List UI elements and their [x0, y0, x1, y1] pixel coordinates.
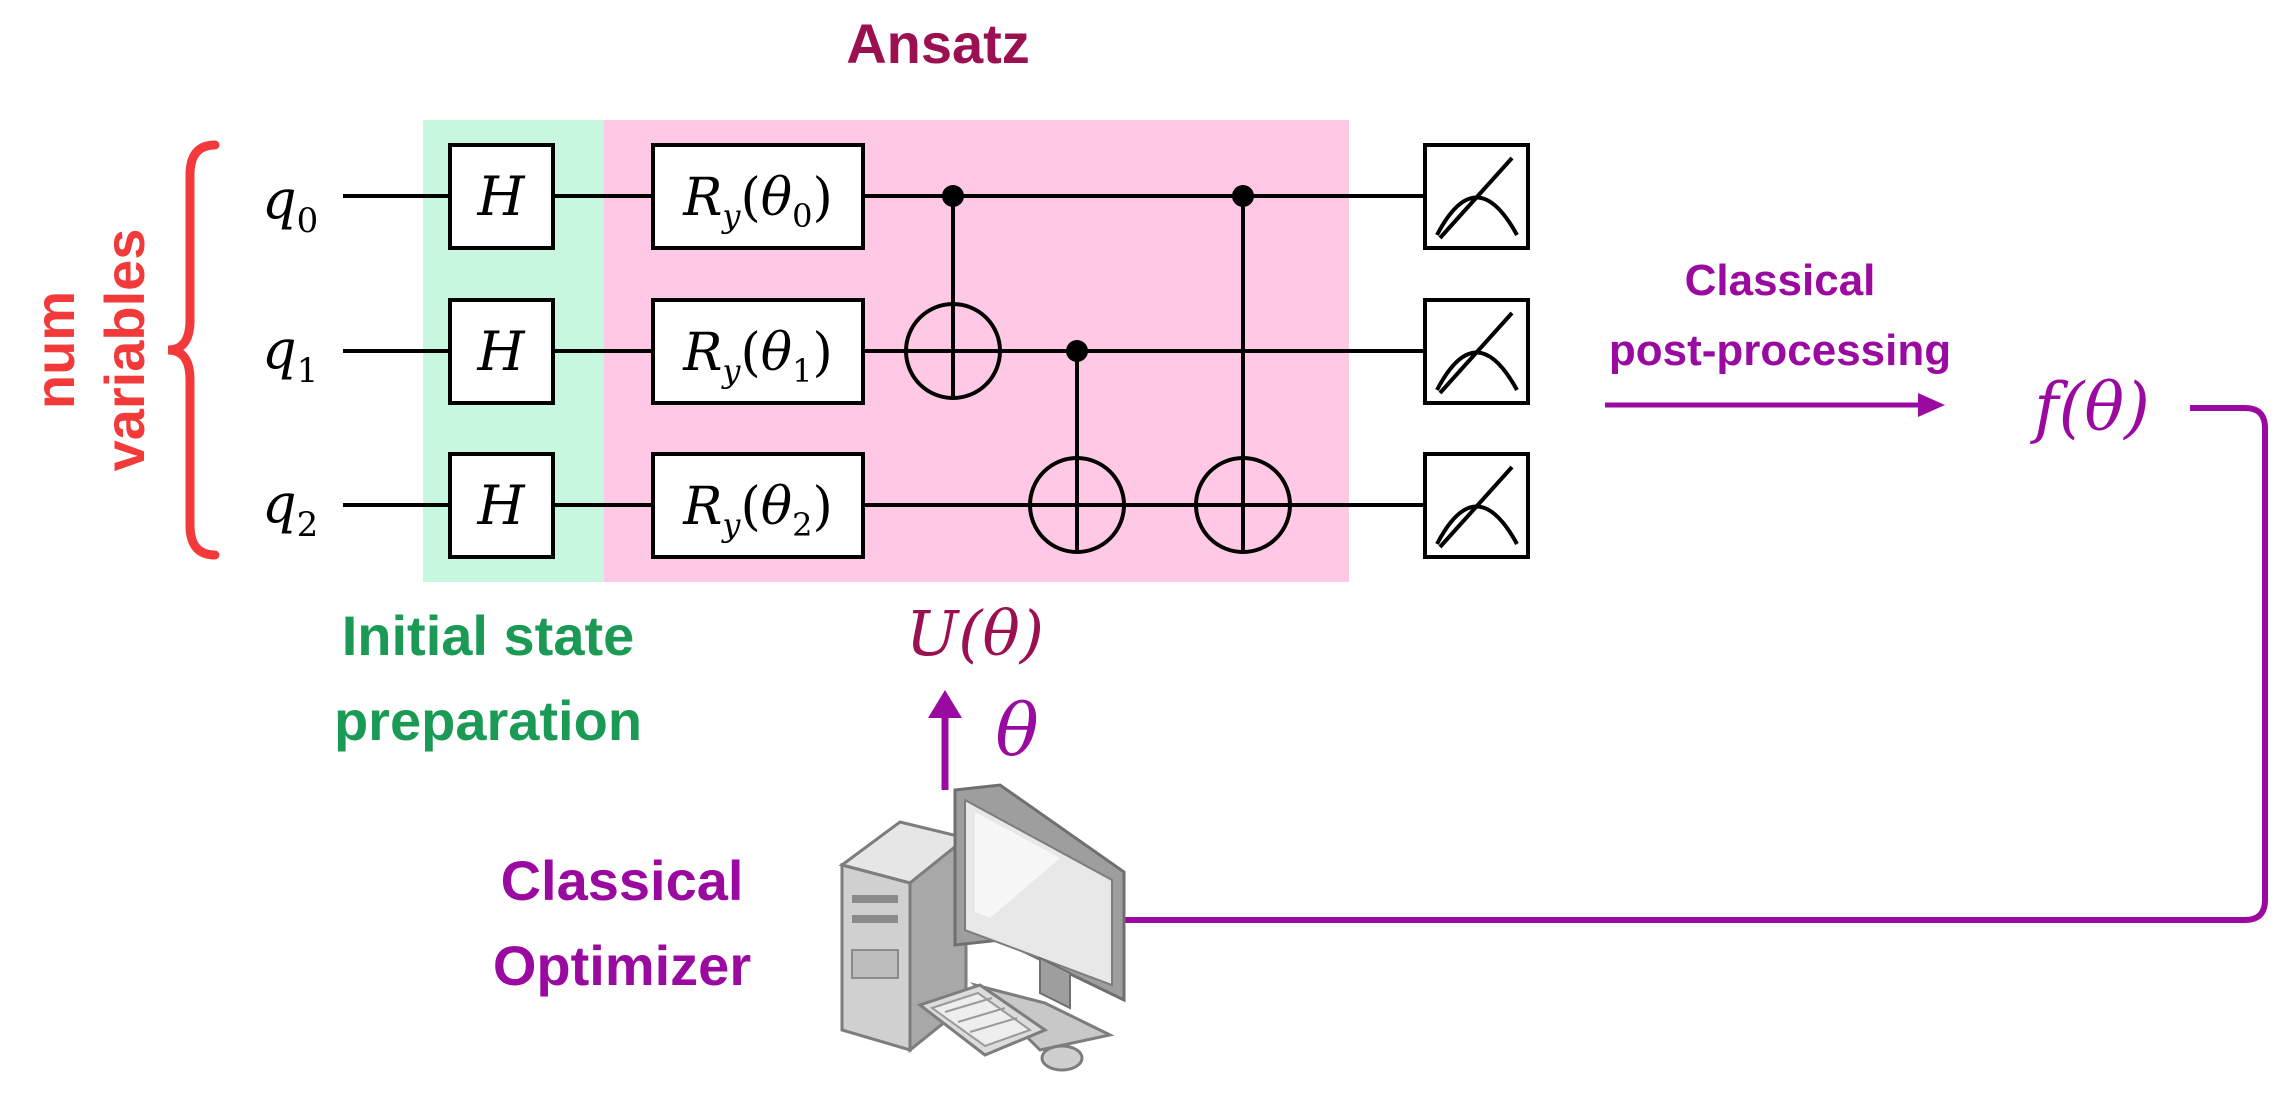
qubit-brace: [167, 140, 220, 560]
cost-label: f(θ): [2029, 369, 2150, 446]
qubit-label-1: q1: [262, 318, 318, 391]
ansatz-title: Ansatz: [846, 12, 1030, 75]
cnot-control-0: [942, 185, 964, 207]
measurement-gate-1: [1423, 298, 1530, 405]
theta-label: θ: [995, 688, 1038, 772]
measurement-gate-2: [1423, 452, 1530, 559]
svg-text:Ry(θ0): Ry(θ0): [682, 168, 833, 235]
postproc-label-line2: post-processing: [1609, 326, 1951, 375]
cnot-target-2a: [1028, 456, 1126, 554]
qubit-label-0: q0: [262, 168, 318, 241]
qubit-label-2: q2: [262, 472, 318, 545]
side-label-line2: variables: [93, 229, 156, 472]
optimizer-label-line2: Optimizer: [493, 934, 751, 997]
rotation-gate-1: Ry(θ1): [651, 298, 865, 405]
svg-text:Ry(θ1): Ry(θ1): [682, 323, 833, 390]
measurement-gate-0: [1423, 143, 1530, 250]
svg-text:H: H: [476, 320, 525, 383]
rotation-gate-0: Ry(θ0): [651, 143, 865, 250]
postproc-label-line1: Classical: [1685, 256, 1876, 305]
rotation-gate-2: Ry(θ2): [651, 452, 865, 559]
unitary-label: U(θ): [906, 597, 1044, 670]
svg-text:H: H: [476, 165, 525, 228]
feedback-loop: [1120, 405, 2268, 923]
initial-state-label-line2: preparation: [334, 689, 642, 752]
cnot-control-1: [1066, 340, 1088, 362]
optimizer-label-line1: Classical: [501, 849, 744, 912]
cnot-target-2b: [1194, 456, 1292, 554]
hadamard-gate-1: H: [448, 298, 555, 405]
cnot-control-0b: [1232, 185, 1254, 207]
svg-text:H: H: [476, 474, 525, 537]
svg-text:Ry(θ2): Ry(θ2): [682, 477, 833, 544]
side-label: num variables: [23, 229, 156, 472]
side-label-line1: num: [23, 291, 86, 409]
hadamard-gate-2: H: [448, 452, 555, 559]
initial-state-label-line1: Initial state: [342, 604, 635, 667]
computer-icon: [838, 783, 1126, 1072]
hadamard-gate-0: H: [448, 143, 555, 250]
